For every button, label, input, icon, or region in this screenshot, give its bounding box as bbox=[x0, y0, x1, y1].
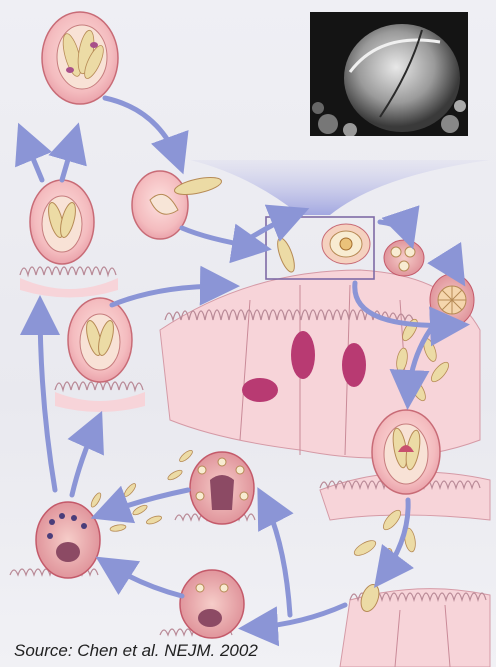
oocyst-left-upper bbox=[20, 180, 118, 298]
zoom-funnel bbox=[190, 160, 490, 215]
electron-micrograph bbox=[310, 12, 468, 136]
trophozoite-box bbox=[274, 224, 370, 274]
oocyst-left-middle bbox=[55, 298, 145, 412]
source-caption: Source: Chen et al. NEJM. 2002 bbox=[14, 641, 258, 661]
meront-right-2 bbox=[430, 274, 474, 326]
oocyst-micrograph-image bbox=[310, 12, 468, 136]
meront-right-1 bbox=[384, 240, 424, 276]
macrogamont-bottom bbox=[160, 570, 244, 638]
oocyst-top bbox=[42, 12, 118, 104]
excysting-oocyst bbox=[132, 171, 223, 239]
macrogamont-lower-left bbox=[10, 502, 100, 578]
epithelium-bottom-right bbox=[340, 582, 490, 667]
